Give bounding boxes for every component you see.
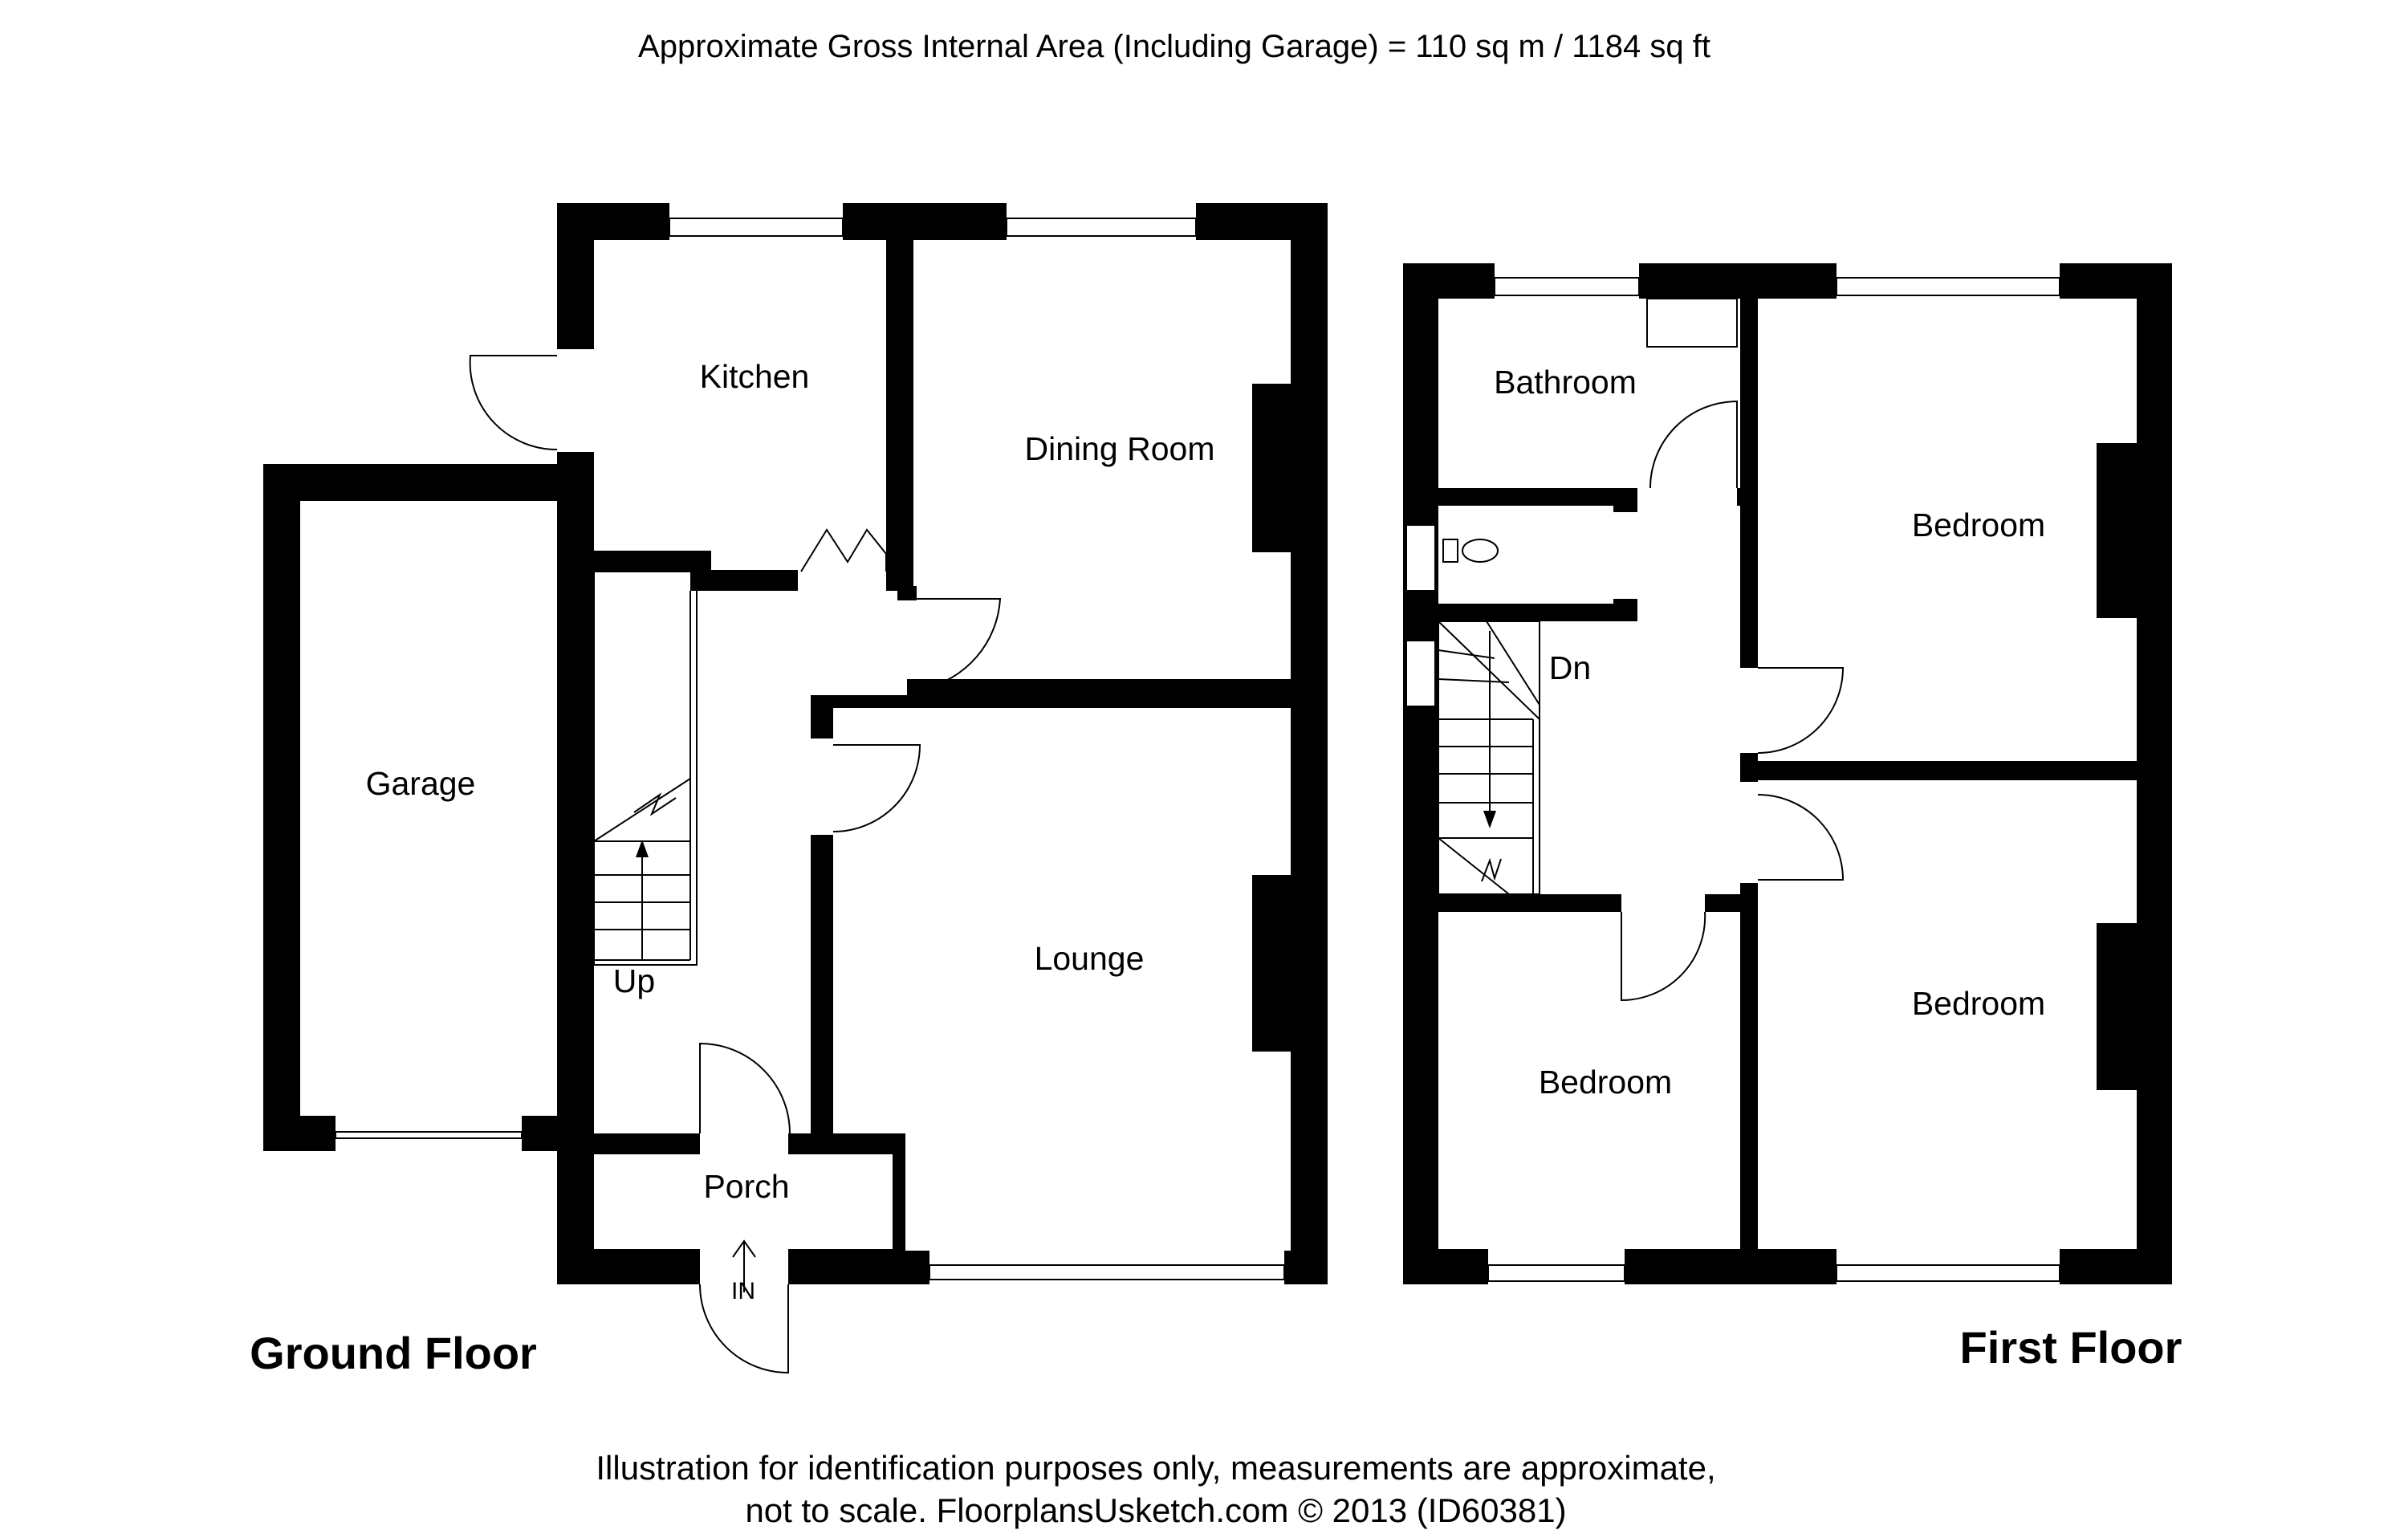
bedroom-2-door-swing <box>1621 911 1706 1002</box>
room-label-lounge: Lounge <box>1035 940 1145 977</box>
dining-window <box>1006 218 1197 237</box>
stairs-outline <box>593 571 698 966</box>
bedroom-1-door-swing <box>1757 667 1845 754</box>
area-text: Approximate Gross Internal Area (Includi… <box>638 29 1710 64</box>
bedroom-front-window <box>1836 277 2060 296</box>
stairs-up-label: Up <box>613 962 655 999</box>
room-label-dining-room: Dining Room <box>1025 430 1215 467</box>
first-floor-plan <box>1403 263 2172 1284</box>
porch-door-swing <box>699 1042 791 1134</box>
ground-floor-title: Ground Floor <box>250 1328 537 1378</box>
first-floor-details <box>1405 277 2060 1282</box>
kitchen-window <box>669 218 844 237</box>
ground-floor-details <box>335 218 1285 1374</box>
room-label-bathroom: Bathroom <box>1494 364 1637 401</box>
landing-window <box>1405 640 1436 707</box>
disclaimer-line-1: Illustration for identification purposes… <box>596 1449 1715 1487</box>
lounge-window <box>929 1264 1285 1280</box>
dining-door-swing <box>902 598 1002 690</box>
room-label-bedroom-3: Bedroom <box>1912 985 2045 1022</box>
garage-door <box>335 1131 523 1139</box>
room-label-garage: Garage <box>366 765 476 802</box>
room-label-bedroom-1: Bedroom <box>1912 507 2045 543</box>
bathroom-door-swing <box>1649 400 1738 489</box>
kitchen-bifold-door <box>800 528 887 572</box>
wc-window <box>1405 524 1436 592</box>
room-label-bedroom-2: Bedroom <box>1539 1064 1672 1101</box>
room-label-porch: Porch <box>703 1168 789 1205</box>
bedroom-rear-window-right <box>1836 1264 2060 1282</box>
first-floor-title: First Floor <box>1960 1322 2182 1373</box>
lounge-door-swing <box>832 744 921 832</box>
room-label-kitchen: Kitchen <box>700 358 810 395</box>
disclaimer-line-2: not to scale. FloorplansUsketch.com © 20… <box>745 1491 1566 1529</box>
stairs-down-label: Dn <box>1549 649 1591 686</box>
bathroom-window <box>1494 277 1640 296</box>
bedroom-3-door-swing <box>1757 794 1845 881</box>
entrance-label: IN <box>731 1278 755 1304</box>
bedroom-rear-window-left <box>1487 1264 1625 1282</box>
ground-floor-plan <box>263 203 1328 1284</box>
front-door-swing <box>699 1284 789 1374</box>
airing-cupboard <box>1646 298 1738 348</box>
back-door-swing <box>469 355 558 451</box>
toilet-icon <box>1462 539 1499 563</box>
